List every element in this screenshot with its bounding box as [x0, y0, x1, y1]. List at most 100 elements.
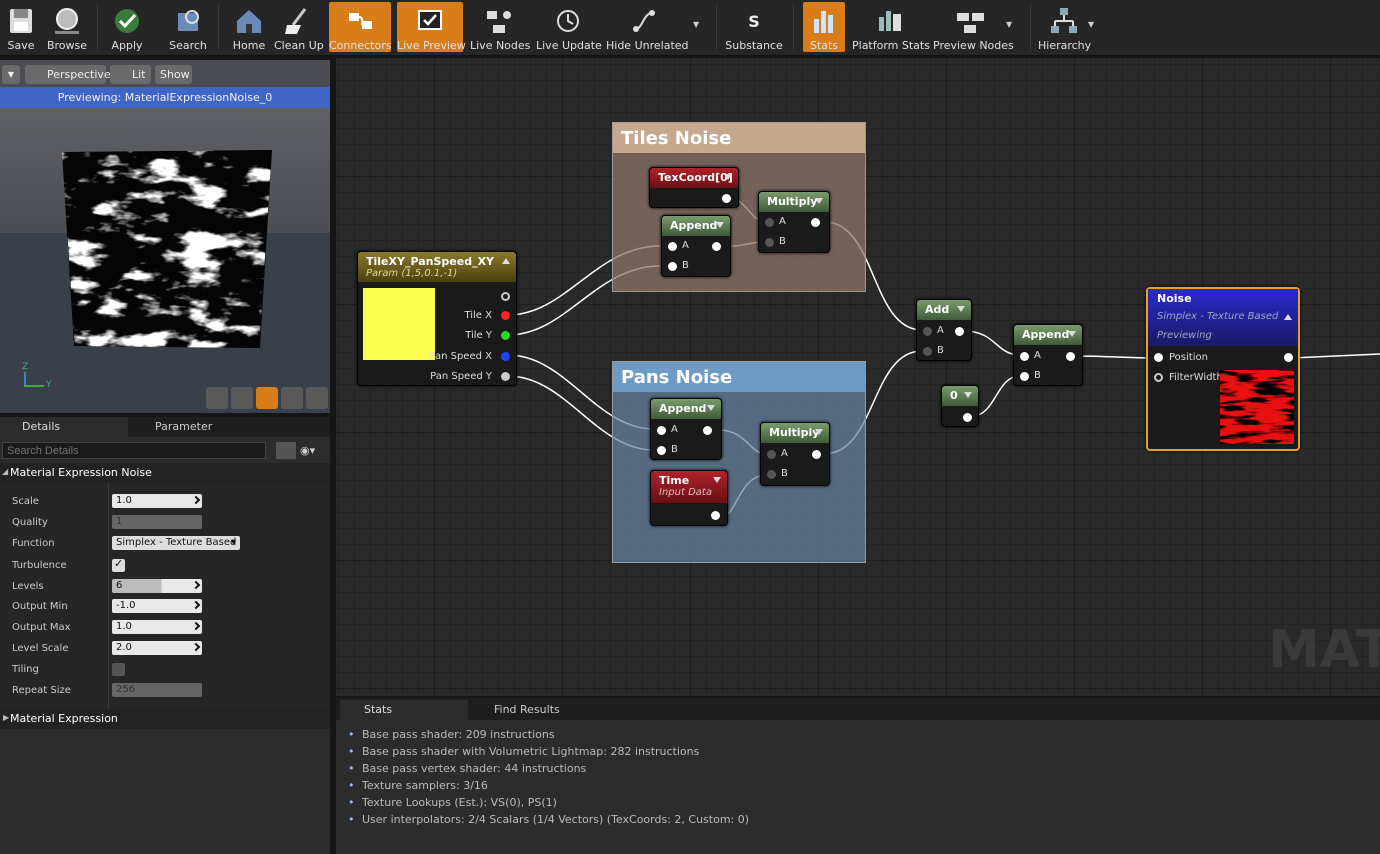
home-button[interactable]: Home — [230, 2, 268, 52]
input-pin-b[interactable] — [657, 446, 666, 455]
hierarchy-button[interactable]: Hierarchy — [1038, 2, 1090, 52]
property-value-input[interactable]: 6 — [112, 579, 202, 593]
output-pin[interactable] — [812, 450, 821, 459]
sphere-preview-button[interactable] — [231, 387, 253, 409]
input-pin-a[interactable] — [1020, 352, 1029, 361]
output-pin[interactable] — [955, 327, 964, 336]
show-button[interactable]: Show — [155, 65, 192, 84]
chevron-down-icon[interactable] — [1068, 331, 1076, 337]
input-pin-a[interactable] — [765, 218, 774, 227]
add-node[interactable]: Add A B — [916, 299, 972, 361]
tab-details[interactable]: Details — [0, 417, 128, 437]
noise-node[interactable]: Noise Simplex - Texture Based Previewing… — [1146, 287, 1300, 451]
chevron-down-icon[interactable]: ▼ — [1006, 20, 1012, 29]
checkbox[interactable] — [112, 663, 125, 676]
lit-button[interactable]: Lit — [110, 65, 151, 84]
input-pin-b[interactable] — [1020, 372, 1029, 381]
chevron-down-icon[interactable]: ▼ — [693, 20, 699, 29]
output-pin[interactable] — [712, 242, 721, 251]
preview-viewport[interactable]: ▼ Perspective Lit Show Previewing: Mater… — [0, 60, 330, 413]
input-pin-a[interactable] — [657, 426, 666, 435]
input-pin-b[interactable] — [767, 470, 776, 479]
property-value-input[interactable]: -1.0 — [112, 599, 202, 613]
perspective-button[interactable]: Perspective — [25, 65, 106, 84]
append-node-final[interactable]: Append A B — [1013, 324, 1083, 386]
input-pin-a[interactable] — [923, 327, 932, 336]
input-pin-filterwidth[interactable] — [1154, 373, 1163, 382]
output-pin[interactable] — [711, 511, 720, 520]
tab-stats[interactable]: Stats — [340, 700, 468, 720]
chevron-down-icon[interactable]: ▼ — [1088, 20, 1094, 29]
plane-preview-button[interactable] — [256, 387, 278, 409]
property-value-input[interactable]: 1.0 — [112, 494, 202, 508]
input-pin-b[interactable] — [668, 262, 677, 271]
chevron-down-icon[interactable] — [724, 174, 732, 180]
eye-icon[interactable]: ◉▾ — [300, 444, 315, 457]
output-pin[interactable] — [963, 413, 972, 422]
chevron-down-icon[interactable] — [964, 392, 972, 398]
material-graph-canvas[interactable]: Tiles Noise Pans Noise TileXY_PanSpeed_X… — [336, 58, 1380, 696]
viewport-menu-button[interactable]: ▼ — [2, 65, 20, 84]
search-details-input[interactable] — [2, 442, 266, 459]
collapse-icon[interactable] — [1284, 314, 1292, 320]
live-nodes-button[interactable]: Live Nodes — [470, 2, 528, 52]
cylinder-preview-button[interactable] — [206, 387, 228, 409]
multiply-node-tiles[interactable]: Multiply A B — [758, 191, 830, 253]
input-pin-position[interactable] — [1154, 353, 1163, 362]
append-node-pans[interactable]: Append A B — [650, 398, 722, 460]
clean-up-button[interactable]: Clean Up — [274, 2, 320, 52]
section-noise-header[interactable]: Material Expression Noise — [0, 463, 330, 483]
connectors-button[interactable]: Connectors — [329, 2, 391, 52]
view-options-button[interactable] — [276, 442, 296, 459]
texcoord-node[interactable]: TexCoord[0] — [649, 167, 739, 208]
hide-unrelated-button[interactable]: Hide Unrelated — [606, 2, 682, 52]
apply-button[interactable]: Apply — [108, 2, 146, 52]
input-pin-a[interactable] — [767, 450, 776, 459]
pin-tile-x[interactable] — [501, 311, 510, 320]
checkbox[interactable]: ✓ — [112, 559, 125, 572]
substance-button[interactable]: S Substance — [724, 2, 784, 52]
live-preview-button[interactable]: Live Preview — [397, 2, 463, 52]
tab-find-results[interactable]: Find Results — [472, 700, 598, 720]
multiply-node-pans[interactable]: Multiply A B — [760, 422, 830, 486]
output-pin[interactable] — [811, 218, 820, 227]
time-node[interactable]: TimeInput Data — [650, 470, 728, 526]
save-button[interactable]: Save — [2, 2, 40, 52]
append-node-tiles[interactable]: Append A B — [661, 215, 731, 277]
chevron-down-icon[interactable] — [815, 429, 823, 435]
property-value-input[interactable]: 2.0 — [112, 641, 202, 655]
platform-stats-button[interactable]: Platform Stats — [852, 2, 926, 52]
section-expression-header[interactable]: Material Expression — [0, 709, 330, 729]
param-node[interactable]: TileXY_PanSpeed_XY Param (1,5,0.1,-1) Ti… — [357, 251, 517, 386]
chevron-down-icon[interactable] — [957, 306, 965, 312]
mesh-preview-button[interactable] — [306, 387, 328, 409]
live-update-button[interactable]: Live Update — [536, 2, 598, 52]
input-pin-b[interactable] — [765, 238, 774, 247]
tab-parameter-defaults[interactable]: Parameter Defaults — [133, 417, 243, 437]
constant-node[interactable]: 0 — [941, 385, 979, 427]
preview-nodes-button[interactable]: Preview Nodes — [933, 2, 1007, 52]
output-pin[interactable] — [703, 426, 712, 435]
property-label: Turbulence — [12, 560, 67, 571]
search-button[interactable]: Search — [166, 2, 210, 52]
pin-tile-y[interactable] — [501, 331, 510, 340]
chevron-down-icon[interactable] — [707, 405, 715, 411]
chevron-down-icon[interactable] — [815, 198, 823, 204]
chevron-down-icon[interactable] — [713, 477, 721, 483]
cube-preview-button[interactable] — [281, 387, 303, 409]
collapse-icon[interactable] — [502, 258, 510, 264]
pin-pan-x[interactable] — [501, 352, 510, 361]
live-update-label: Live Update — [536, 39, 598, 52]
output-pin[interactable] — [1284, 353, 1293, 362]
input-pin-b[interactable] — [923, 347, 932, 356]
output-pin[interactable] — [501, 292, 510, 301]
output-pin[interactable] — [1066, 352, 1075, 361]
property-value-input[interactable]: 1.0 — [112, 620, 202, 634]
function-dropdown[interactable]: Simplex - Texture Based▾ — [112, 536, 240, 550]
chevron-down-icon[interactable] — [716, 222, 724, 228]
stats-button[interactable]: Stats — [803, 2, 845, 52]
pin-pan-y[interactable] — [501, 372, 510, 381]
input-pin-a[interactable] — [668, 242, 677, 251]
output-pin[interactable] — [722, 194, 731, 203]
browse-button[interactable]: Browse — [44, 2, 90, 52]
